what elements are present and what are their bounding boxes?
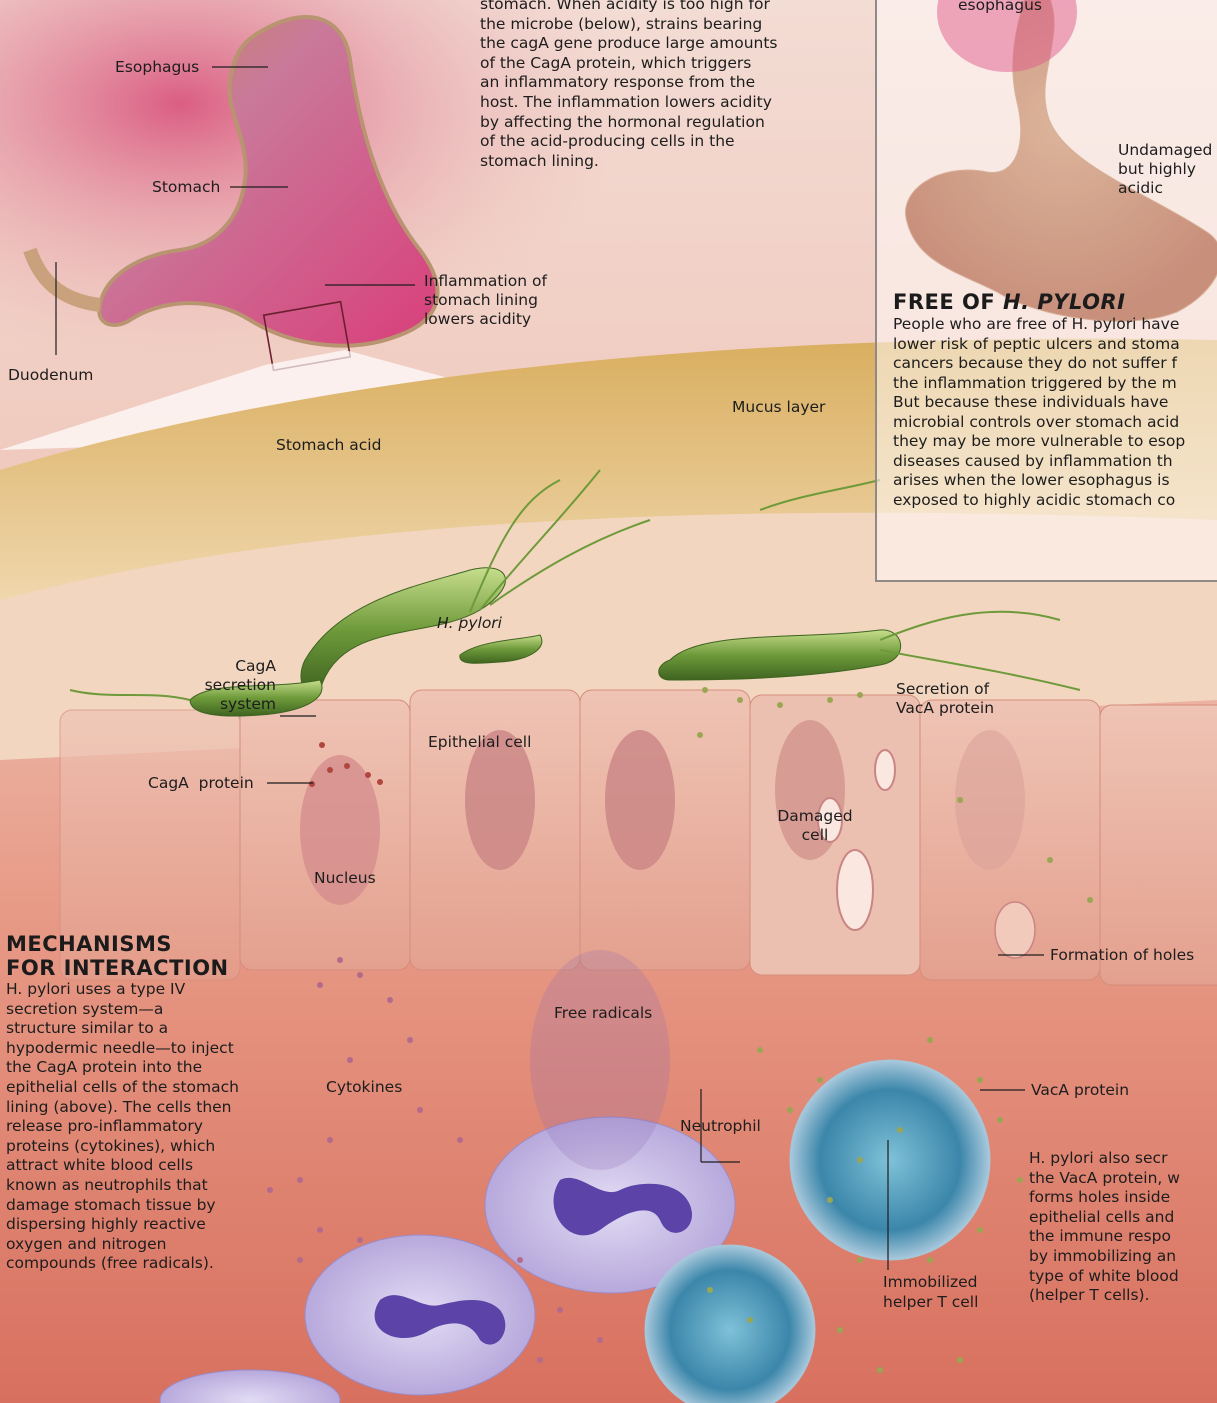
helper-t-cell bbox=[790, 1060, 990, 1260]
mechanisms-line: hypodermic needle—to inject bbox=[6, 1039, 239, 1059]
free-radicals-label: Free radicals bbox=[554, 1004, 652, 1023]
stomach-label: Stomach bbox=[152, 178, 220, 197]
mechanisms-line: dispersing highly reactive bbox=[6, 1215, 239, 1235]
undamaged-line: Undamaged bbox=[1118, 141, 1212, 160]
mechanisms-line: compounds (free radicals). bbox=[6, 1254, 239, 1274]
intro-paragraph: stomach. When acidity is too high for th… bbox=[480, 0, 778, 171]
vaca-line: by immobilizing an bbox=[1029, 1247, 1180, 1267]
inflammation-line: lowers acidity bbox=[424, 310, 547, 329]
intro-line: the microbe (below), strains bearing bbox=[480, 15, 778, 35]
undamaged-line: acidic bbox=[1118, 179, 1212, 198]
inset-esophagus-label: esophagus bbox=[958, 0, 1042, 15]
inset-body-line: arises when the lower esophagus is bbox=[893, 471, 1185, 491]
vaca-line: H. pylori also secr bbox=[1029, 1149, 1180, 1169]
mechanisms-line: known as neutrophils that bbox=[6, 1176, 239, 1196]
intro-line: by affecting the hormonal regulation bbox=[480, 113, 778, 133]
inflammation-line: stomach lining bbox=[424, 291, 547, 310]
inflammation-line: Inflammation of bbox=[424, 272, 547, 291]
secretion-vaca-label: Secretion of VacA protein bbox=[896, 680, 994, 718]
inset-undamaged-label: Undamaged but highly acidic bbox=[1118, 141, 1212, 198]
mechanisms-heading: MECHANISMS FOR INTERACTION bbox=[6, 932, 229, 980]
vaca-line: forms holes inside bbox=[1029, 1188, 1180, 1208]
vaca-paragraph: H. pylori also secr the VacA protein, w … bbox=[1029, 1149, 1180, 1306]
mechanisms-line: H. pylori uses a type IV bbox=[6, 980, 239, 1000]
mechanisms-line: attract white blood cells bbox=[6, 1156, 239, 1176]
inset-heading-prefix: FREE OF bbox=[893, 290, 1003, 314]
epithelial-cell-label: Epithelial cell bbox=[428, 733, 531, 752]
secretion-vaca-line: Secretion of bbox=[896, 680, 994, 699]
mechanisms-body: H. pylori uses a type IV secretion syste… bbox=[6, 980, 239, 1274]
formation-holes-label: Formation of holes bbox=[1050, 946, 1194, 965]
damaged-cell-line: Damaged bbox=[770, 807, 860, 826]
intro-line: stomach lining. bbox=[480, 152, 778, 172]
inset-heading-italic: H. PYLORI bbox=[1003, 290, 1125, 314]
epithelial-cells bbox=[60, 690, 1217, 985]
inset-body: People who are free of H. pylori have lo… bbox=[893, 315, 1185, 510]
inset-body-line: But because these individuals have bbox=[893, 393, 1185, 413]
inset-body-line: diseases caused by inflammation th bbox=[893, 452, 1185, 472]
mechanisms-line: damage stomach tissue by bbox=[6, 1196, 239, 1216]
free-radicals bbox=[530, 950, 670, 1170]
caga-secretion-label: CagA secretion system bbox=[190, 657, 276, 714]
immobilized-line: Immobilized bbox=[883, 1272, 978, 1292]
vaca-protein-label: VacA protein bbox=[1031, 1081, 1129, 1100]
vaca-line: epithelial cells and bbox=[1029, 1208, 1180, 1228]
intro-line: of the acid-producing cells in the bbox=[480, 132, 778, 152]
stomach-acid-label: Stomach acid bbox=[276, 436, 381, 455]
inflammation-label: Inflammation of stomach lining lowers ac… bbox=[424, 272, 547, 329]
cytokines-label: Cytokines bbox=[326, 1078, 402, 1097]
mechanisms-heading-line: FOR INTERACTION bbox=[6, 956, 229, 980]
duodenum-label: Duodenum bbox=[8, 366, 93, 385]
mechanisms-line: release pro-inflammatory bbox=[6, 1117, 239, 1137]
caga-secretion-line: secretion bbox=[190, 676, 276, 695]
intro-line: the cagA gene produce large amounts bbox=[480, 34, 778, 54]
inset-body-line: microbial controls over stomach acid bbox=[893, 413, 1185, 433]
neutrophil-label: Neutrophil bbox=[680, 1117, 761, 1136]
caga-protein-label: CagA protein bbox=[148, 774, 254, 793]
mechanisms-heading-line: MECHANISMS bbox=[6, 932, 229, 956]
mechanisms-line: the CagA protein into the bbox=[6, 1058, 239, 1078]
vaca-line: the VacA protein, w bbox=[1029, 1169, 1180, 1189]
esophagus-label: Esophagus bbox=[115, 58, 199, 77]
caga-secretion-line: CagA bbox=[190, 657, 276, 676]
intro-line: stomach. When acidity is too high for bbox=[480, 0, 778, 15]
nucleus-label: Nucleus bbox=[314, 869, 376, 888]
intro-line: host. The inflammation lowers acidity bbox=[480, 93, 778, 113]
intro-line: of the CagA protein, which triggers bbox=[480, 54, 778, 74]
caga-secretion-line: system bbox=[190, 695, 276, 714]
vaca-line: (helper T cells). bbox=[1029, 1286, 1180, 1306]
mechanisms-line: structure similar to a bbox=[6, 1019, 239, 1039]
vaca-line: type of white blood bbox=[1029, 1267, 1180, 1287]
inset-heading: FREE OF H. PYLORI bbox=[893, 291, 1125, 314]
inset-body-line: they may be more vulnerable to esop bbox=[893, 432, 1185, 452]
inset-body-line: exposed to highly acidic stomach co bbox=[893, 491, 1185, 511]
immobilized-line: helper T cell bbox=[883, 1292, 978, 1312]
inset-body-line: cancers because they do not suffer f bbox=[893, 354, 1185, 374]
intro-line: an inflammatory response from the bbox=[480, 73, 778, 93]
mucus-layer-label: Mucus layer bbox=[732, 398, 825, 417]
secretion-vaca-line: VacA protein bbox=[896, 699, 994, 718]
mechanisms-line: epithelial cells of the stomach bbox=[6, 1078, 239, 1098]
inset-body-line: the inflammation triggered by the m bbox=[893, 374, 1185, 394]
vaca-line: the immune respo bbox=[1029, 1227, 1180, 1247]
undamaged-line: but highly bbox=[1118, 160, 1212, 179]
mechanisms-line: oxygen and nitrogen bbox=[6, 1235, 239, 1255]
inset-body-line: People who are free of H. pylori have bbox=[893, 315, 1185, 335]
h-pylori-label: H. pylori bbox=[437, 614, 502, 633]
damaged-cell-line: cell bbox=[770, 826, 860, 845]
mechanisms-line: secretion system—a bbox=[6, 1000, 239, 1020]
inset-body-line: lower risk of peptic ulcers and stoma bbox=[893, 335, 1185, 355]
mechanisms-line: proteins (cytokines), which bbox=[6, 1137, 239, 1157]
immobilized-label: Immobilized helper T cell bbox=[883, 1272, 978, 1312]
damaged-cell-label: Damaged cell bbox=[770, 807, 860, 845]
h-pylori-label-text: H. pylori bbox=[437, 614, 502, 632]
mechanisms-line: lining (above). The cells then bbox=[6, 1098, 239, 1118]
